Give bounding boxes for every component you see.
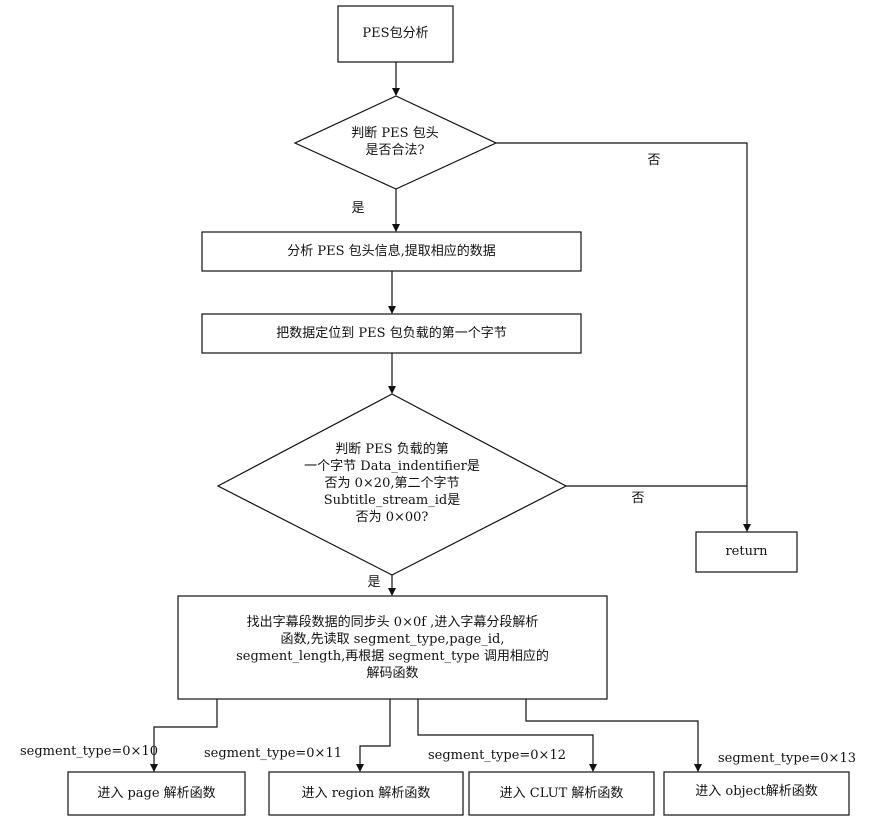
decision2-line5: 否为 0×00? (355, 510, 429, 525)
page-parse-box (67, 771, 246, 816)
clut-parse-label: 进入 CLUT 解析函数 (499, 786, 624, 801)
decision1-line1: 判断 PES 包头 (351, 126, 439, 141)
arrow-to-object (525, 699, 702, 772)
process3-text: 找出字幕段数据的同步头 0×0f ,进入字幕分段解析 函数,先读取 segmen… (178, 614, 607, 682)
yes-label-2: 是 (367, 575, 381, 590)
branch-condition-object: segment_type=0×13 (718, 751, 856, 766)
decision2-line1: 判断 PES 负载的第 (335, 442, 449, 457)
decision2-line2: 一个字节 Data_indentifier是 (304, 459, 480, 474)
no-label-2: 否 (631, 491, 645, 506)
process-parse-header (201, 231, 582, 272)
decision2-line3: 否为 0×20,第二个字节 (324, 476, 460, 491)
decision1-line2: 是否合法? (365, 143, 425, 158)
process3-line3: segment_length,再根据 segment_type 调用相应的 (236, 649, 549, 664)
decision2-text: 判断 PES 负载的第 一个字节 Data_indentifier是 否为 0×… (272, 441, 512, 526)
region-parse-box (268, 771, 464, 816)
process3-line1: 找出字幕段数据的同步头 0×0f ,进入字幕分段解析 (246, 615, 539, 630)
object-parse-label: 进入 object解析函数 (695, 784, 818, 799)
decision1-text: 判断 PES 包头 是否合法? (310, 125, 480, 159)
branch-condition-region: segment_type=0×11 (204, 746, 342, 761)
branch-condition-page: segment_type=0×10 (20, 744, 158, 759)
start-label: PES包分析 (362, 26, 429, 41)
page-parse-label: 进入 page 解析函数 (97, 786, 216, 801)
process3-line2: 函数,先读取 segment_type,page_id, (280, 632, 505, 647)
start-box (337, 5, 454, 63)
process3-line4: 解码函数 (366, 666, 419, 681)
process-locate-payload (201, 313, 582, 354)
arrow-to-page (150, 699, 218, 772)
arrow-to-region (356, 699, 391, 772)
branch-condition-clut: segment_type=0×12 (428, 748, 566, 763)
process2-text: 把数据定位到 PES 包负载的第一个字节 (276, 326, 507, 341)
arrow-to-clut (417, 699, 597, 772)
decision2-line4: Subtitle_stream_id是 (323, 493, 461, 508)
region-parse-label: 进入 region 解析函数 (301, 786, 431, 801)
no-label-1: 否 (647, 153, 661, 168)
process-segment-dispatch (177, 595, 608, 700)
yes-label-1: 是 (351, 201, 365, 216)
return-label: return (725, 544, 768, 559)
process1-text: 分析 PES 包头信息,提取相应的数据 (287, 244, 496, 259)
arrow-decision1-no (496, 142, 751, 532)
return-box (695, 531, 798, 573)
clut-parse-box (468, 771, 655, 816)
object-parse-box (663, 771, 850, 816)
